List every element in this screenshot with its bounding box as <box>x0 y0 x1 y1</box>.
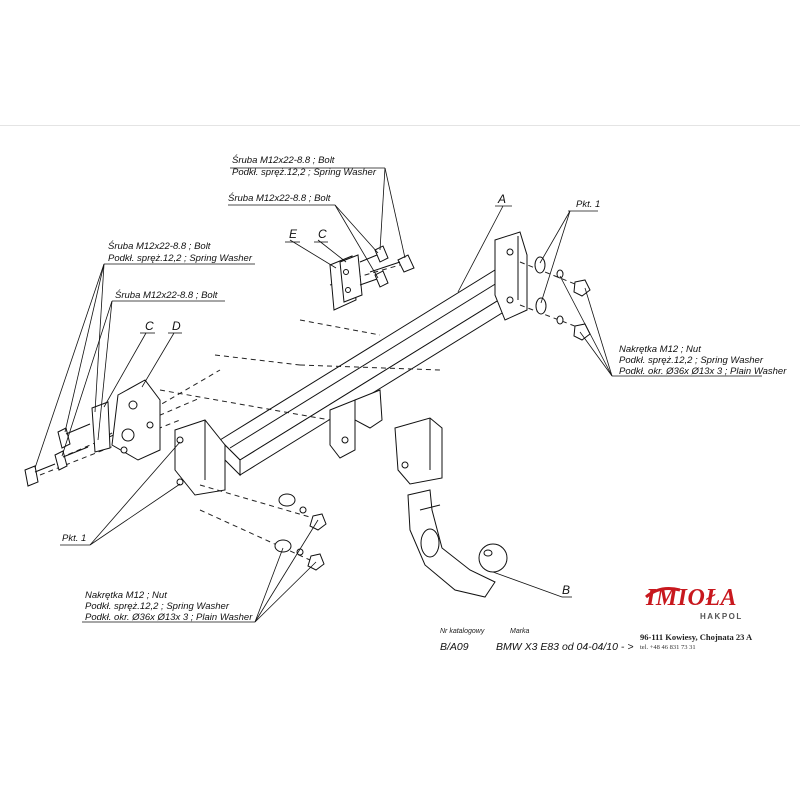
spacer-plate-c-left <box>91 401 111 453</box>
callout-left-bolt-1: Śruba M12x22-8.8 ; Bolt <box>108 241 211 252</box>
pkt-label-left: Pkt. 1 <box>62 533 87 544</box>
hakpol-logo-text: HAKPOL <box>700 612 743 621</box>
company-phone: tel. +48 46 831 73 31 <box>640 644 696 651</box>
catalog-vehicle: BMW X3 E83 od 04-04/10 - > <box>496 641 634 653</box>
right-washers-nuts <box>534 256 591 341</box>
company-address: 96-111 Kowiesy, Chojnata 23 A <box>640 632 753 642</box>
callout-right-spring-washer: Podkł. spręż.12,2 ; Spring Washer <box>619 355 763 366</box>
catalog-brand-header: Marka <box>510 628 530 635</box>
left-bolts <box>24 423 91 487</box>
part-letter-c-left: C <box>145 319 154 333</box>
ball-neck-b <box>407 489 508 598</box>
center-socket-plate <box>329 389 383 459</box>
part-letter-a: A <box>498 192 507 206</box>
pkt-label-right: Pkt. 1 <box>576 199 601 210</box>
top-plates-e-c <box>329 254 363 311</box>
callout-bottom-nut: Nakrętka M12 ; Nut <box>85 590 167 601</box>
callout-right-nut: Nakrętka M12 ; Nut <box>619 344 701 355</box>
callout-bottom-spring-washer: Podkł. spręż.12,2 ; Spring Washer <box>85 601 229 612</box>
catalog-number: B/A09 <box>440 641 469 653</box>
bottom-washers-nuts <box>274 493 327 571</box>
callout-top-bolt-1: Śruba M12x22-8.8 ; Bolt <box>232 155 335 166</box>
logo-swoosh <box>645 587 681 599</box>
callout-top-bolt-2: Śruba M12x22-8.8 ; Bolt <box>228 193 331 204</box>
callout-right-plain-washer: Podkł. okr. Ø36x Ø13x 3 ; Plain Washer <box>619 366 787 377</box>
socket-housing <box>394 417 443 485</box>
callout-top-washer-1: Podkł. spręż.12,2 ; Spring Washer <box>232 167 376 178</box>
imiola-logo: IMIOŁA <box>646 585 738 611</box>
left-side-bracket <box>174 419 226 496</box>
top-divider <box>0 125 800 126</box>
callout-bottom-plain-washer: Podkł. okr. Ø36x Ø13x 3 ; Plain Washer <box>85 612 253 623</box>
catalog-number-header: Nr katalogowy <box>440 628 485 635</box>
flange-plate-d <box>111 379 161 461</box>
right-side-bracket <box>494 231 528 321</box>
callout-left-bolt-2: Śruba M12x22-8.8 ; Bolt <box>115 290 218 301</box>
part-letter-e: E <box>289 227 298 241</box>
leader-lines <box>34 167 762 623</box>
part-letter-c-top: C <box>318 227 327 241</box>
top-bolts <box>359 245 415 288</box>
part-letter-b: B <box>562 583 571 597</box>
cross-beam <box>219 269 516 477</box>
callout-left-washer-1: Podkł. spręż.12,2 ; Spring Washer <box>108 253 252 264</box>
part-letter-d: D <box>172 319 181 333</box>
